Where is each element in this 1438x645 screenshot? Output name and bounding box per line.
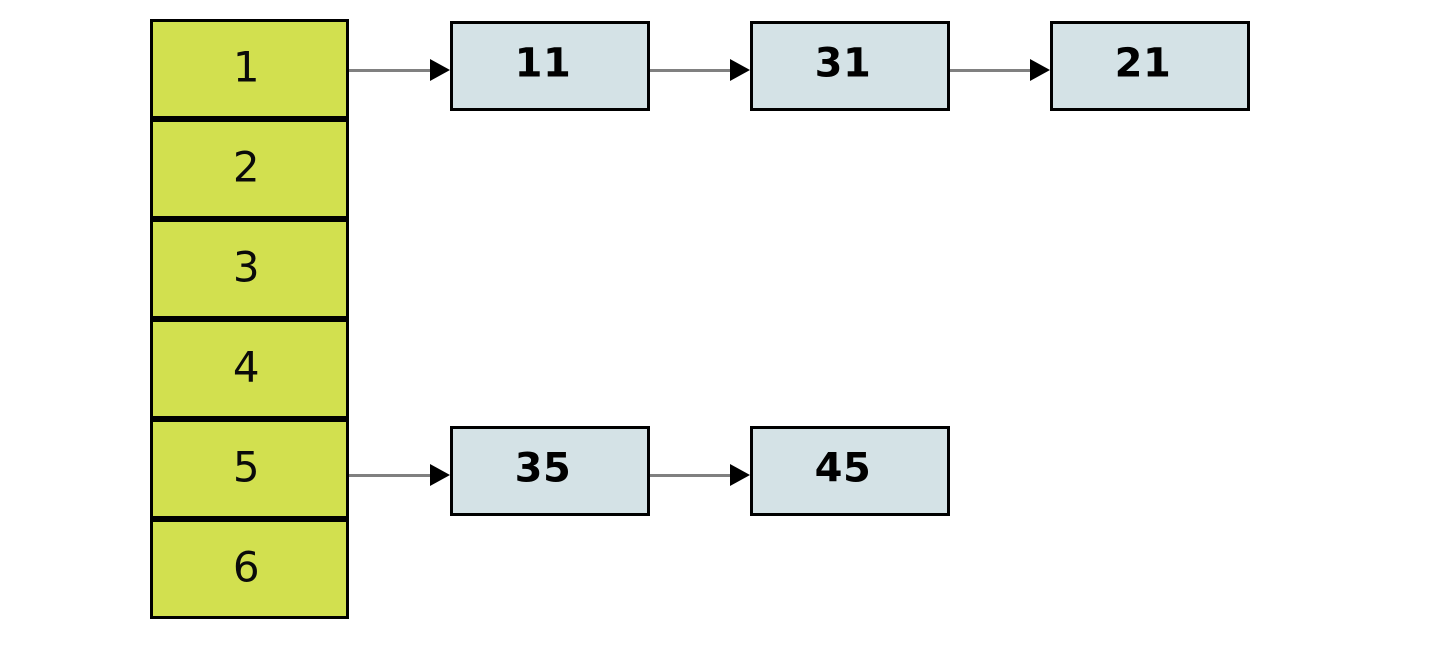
chain-node-label: 31 (814, 40, 872, 87)
bucket-cell-3[interactable]: 3 (150, 218, 349, 319)
bucket-cell-label: 3 (232, 241, 261, 291)
chain-node-label: 35 (514, 445, 572, 492)
chain-node-31[interactable]: 31 (750, 21, 950, 111)
chain-node-label: 21 (1114, 40, 1172, 87)
bucket-cell-label: 6 (232, 541, 261, 591)
bucket-cell-4[interactable]: 4 (150, 318, 349, 419)
arrow-head-icon (730, 464, 750, 486)
chain-arrow-bucket1-to-node1 (349, 59, 450, 81)
chain-node-45[interactable]: 45 (750, 426, 950, 516)
bucket-cell-6[interactable]: 6 (150, 518, 349, 619)
chain-arrow-bucket5-to-node35 (349, 464, 450, 486)
bucket-cell-label: 2 (232, 141, 261, 191)
bucket-cell-5[interactable]: 5 (150, 418, 349, 519)
chain-node-label: 11 (514, 40, 572, 87)
chain-arrow-node11-to-node31 (650, 59, 750, 81)
bucket-cell-1[interactable]: 1 (150, 18, 349, 119)
arrow-head-icon (430, 464, 450, 486)
chain-node-11[interactable]: 11 (450, 21, 650, 111)
chain-node-35[interactable]: 35 (450, 426, 650, 516)
bucket-cell-label: 4 (232, 341, 261, 391)
bucket-cell-2[interactable]: 2 (150, 118, 349, 219)
bucket-array: 1 2 3 4 5 6 (150, 18, 349, 620)
arrow-head-icon (430, 59, 450, 81)
chain-node-label: 45 (814, 445, 872, 492)
chain-arrow-node31-to-node21 (950, 59, 1050, 81)
bucket-cell-label: 1 (232, 41, 261, 91)
arrow-line (950, 68, 1030, 72)
arrow-line (650, 68, 730, 72)
arrow-line (650, 473, 730, 477)
arrow-head-icon (1030, 59, 1050, 81)
chain-arrow-node35-to-node45 (650, 464, 750, 486)
bucket-cell-label: 5 (232, 441, 261, 491)
arrow-line (349, 68, 430, 72)
arrow-line (349, 473, 430, 477)
chain-node-21[interactable]: 21 (1050, 21, 1250, 111)
arrow-head-icon (730, 59, 750, 81)
